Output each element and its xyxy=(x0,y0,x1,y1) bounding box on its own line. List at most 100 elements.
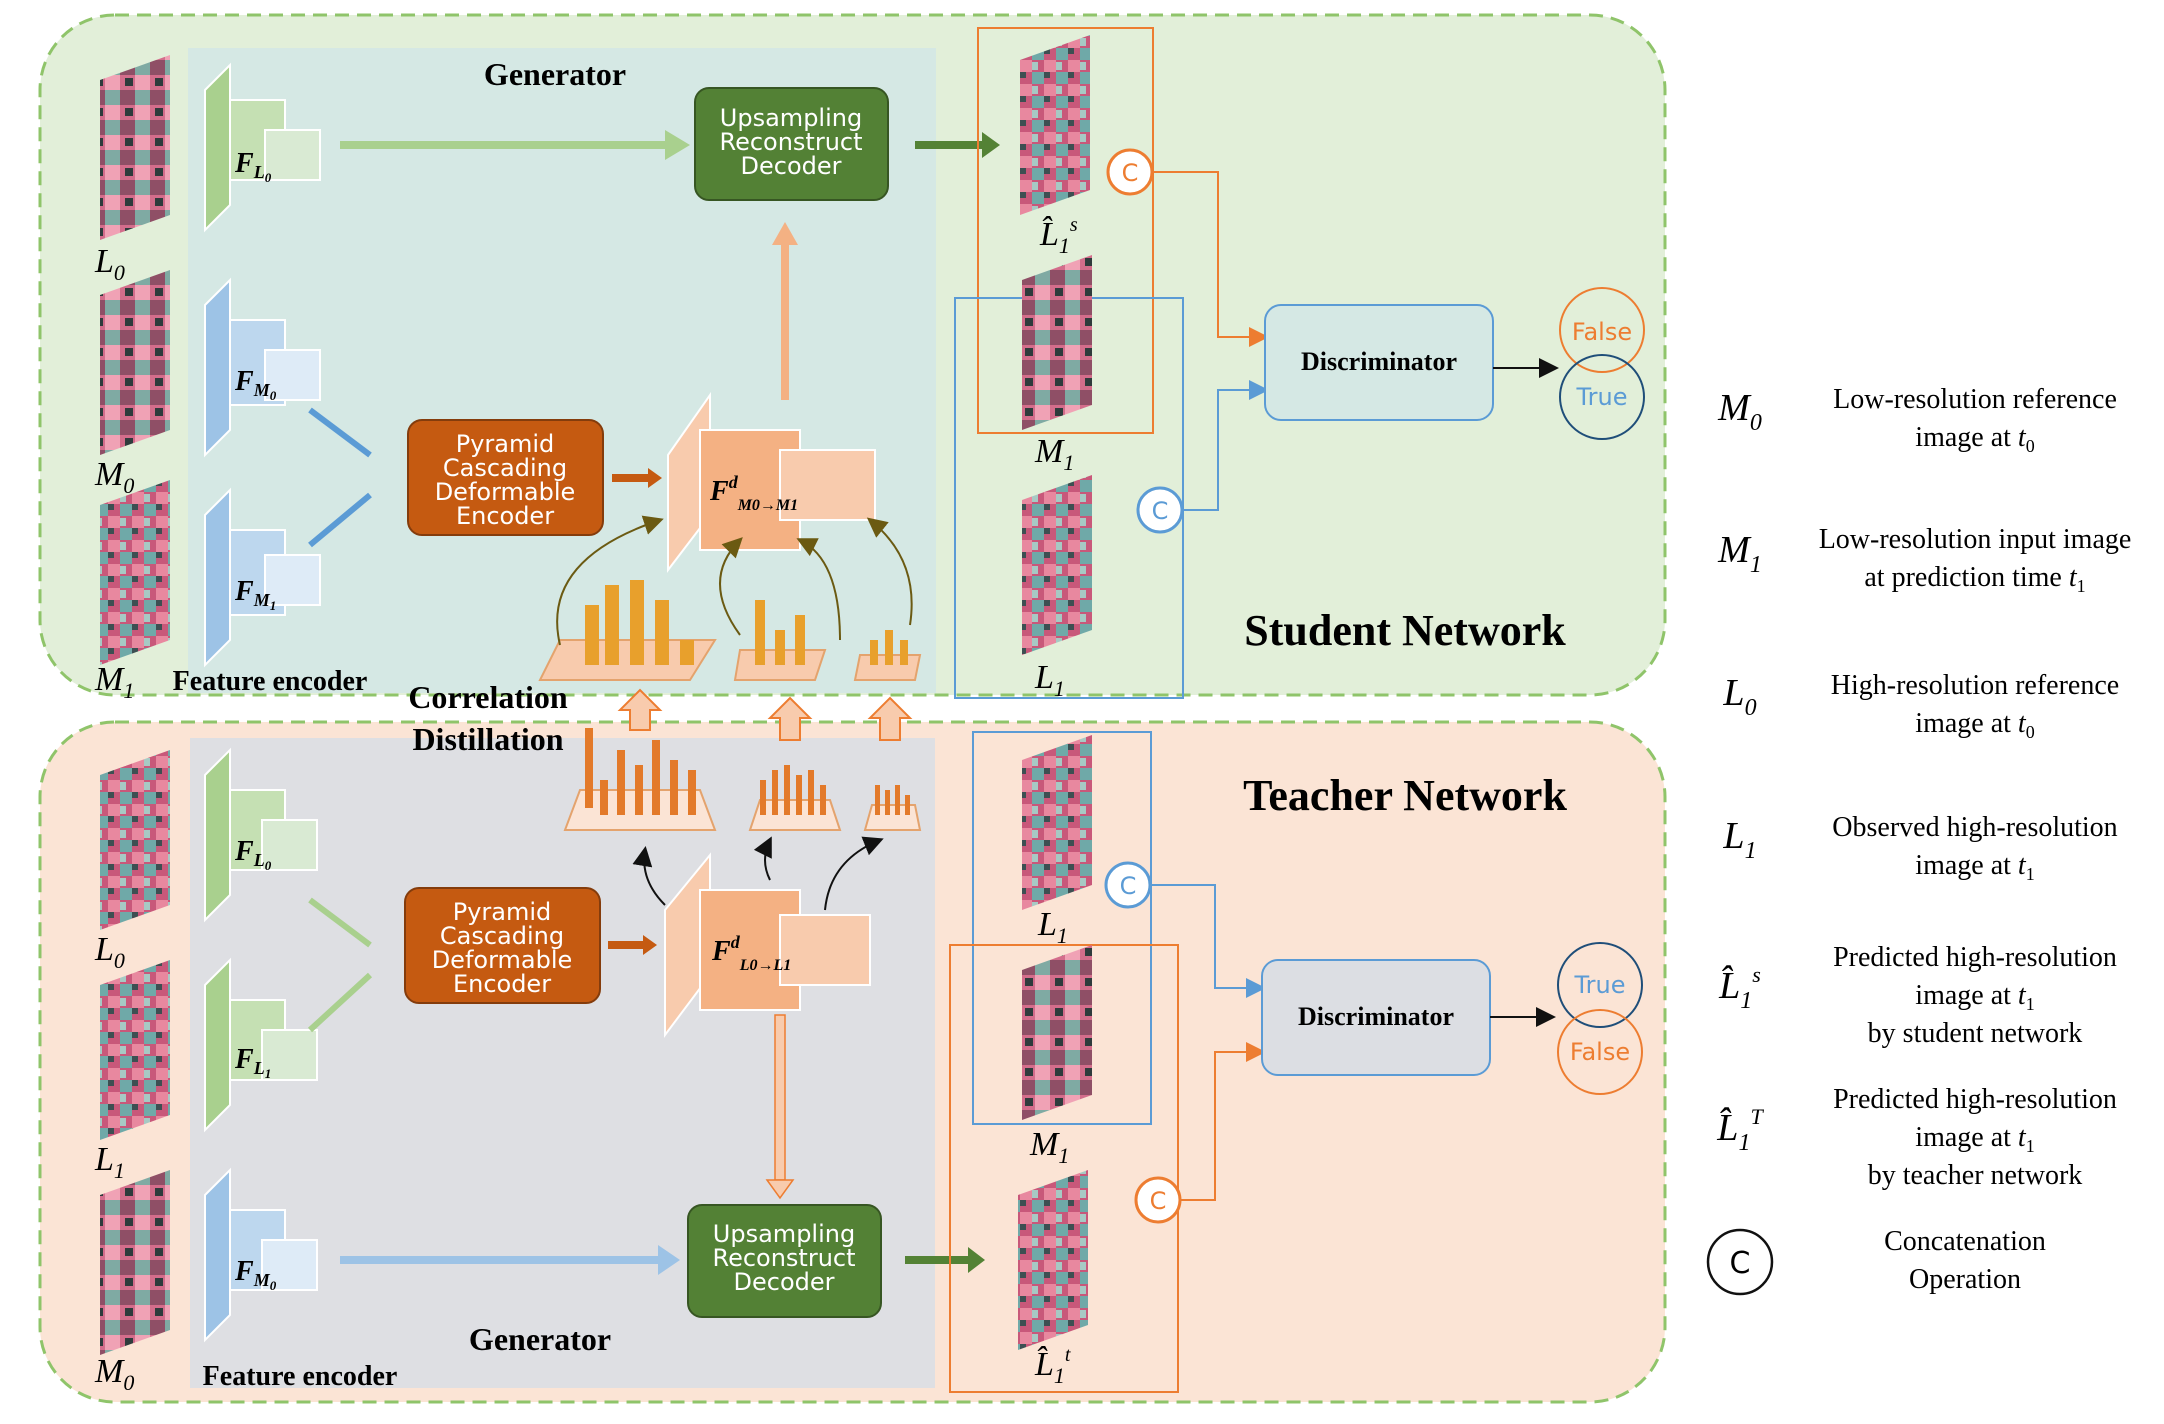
student-m1-label: M1 xyxy=(1034,433,1074,475)
student-m1-image xyxy=(1022,255,1092,430)
teacher-decoder-l3: Decoder xyxy=(734,1268,835,1296)
teacher-generator-label: Generator xyxy=(469,1321,611,1357)
student-corr-arrow-2 xyxy=(719,537,743,636)
student-encoder-fm0: FM0 xyxy=(204,277,321,458)
legend-text-l1-2: image at t1 xyxy=(1915,850,2034,884)
legend-text-l0-1: High-resolution reference xyxy=(1831,670,2119,701)
legend-text-concat-2: Operation xyxy=(1909,1264,2021,1295)
student-false-label: False xyxy=(1572,318,1632,346)
arrowhead xyxy=(643,935,657,955)
student-concat-orange-label: C xyxy=(1122,159,1139,187)
teacher-corr-arrow-2 xyxy=(753,836,772,881)
legend-text-ls-3: by student network xyxy=(1868,1018,2083,1049)
student-concat-blue-label: C xyxy=(1152,497,1169,525)
student-discriminator-label: Discriminator xyxy=(1301,347,1457,376)
teacher-decoder-arrow-body xyxy=(774,1014,786,1181)
legend-concat-icon xyxy=(1706,1228,1774,1296)
student-concat-blue-line xyxy=(1182,380,1269,511)
teacher-input-images xyxy=(100,750,170,1355)
student-decoder-l1: Upsampling xyxy=(720,104,862,132)
student-pred-image xyxy=(1020,35,1090,215)
student-pyramid-l4: Encoder xyxy=(456,502,554,530)
teacher-encoder-fm0: FM0 xyxy=(204,1167,318,1343)
teacher-corr-arrow-1 xyxy=(632,846,666,906)
teacher-orange-box xyxy=(949,944,1179,1393)
student-correlation-bars xyxy=(538,580,922,681)
student-generator-label: Generator xyxy=(484,56,626,92)
arrow-tfl1-pyramid xyxy=(307,972,373,1033)
legend-symbol-m0: M0 xyxy=(1717,387,1762,436)
teacher-m1-image xyxy=(1022,945,1092,1120)
teacher-feature-encoder-label: Feature encoder xyxy=(203,1361,398,1392)
student-corr-arrow-3 xyxy=(796,538,841,641)
correlation-distillation-l2: Distillation xyxy=(412,721,563,757)
legend-symbol-ls: L̂1s xyxy=(1718,962,1761,1014)
teacher-concat-blue-label: C xyxy=(1120,872,1137,900)
teacher-encoder-fl1: FL1 xyxy=(204,957,318,1133)
teacher-pred-label: L̂1t xyxy=(1034,1344,1071,1388)
arrowhead xyxy=(765,1179,795,1200)
teacher-pyramid-l2: Cascading xyxy=(440,922,564,950)
teacher-label-m0: M0 xyxy=(94,1353,134,1395)
teacher-decoder-l2: Reconstruct xyxy=(712,1244,855,1272)
student-discriminator xyxy=(1264,304,1494,421)
legend-symbol-lt: L̂1T xyxy=(1716,1104,1764,1156)
legend-text-lt-1: Predicted high-resolution xyxy=(1833,1084,2117,1115)
teacher-concat-orange-line xyxy=(1180,1042,1266,1201)
student-concat-orange-line xyxy=(1152,171,1269,347)
teacher-network-title: Teacher Network xyxy=(1243,771,1567,820)
student-pyramid-l3: Deformable xyxy=(435,478,576,506)
student-input-images xyxy=(100,55,170,665)
teacher-pyramid-encoder xyxy=(404,887,601,1004)
correlation-distillation-l1: Correlation xyxy=(408,679,568,715)
student-decoder-l3: Decoder xyxy=(741,152,842,180)
teacher-false-label: False xyxy=(1570,1038,1630,1066)
student-decoder xyxy=(694,87,889,201)
teacher-concat-blue-line xyxy=(1150,884,1266,998)
student-encoder-fl0: FL0 xyxy=(204,62,321,233)
arrowhead xyxy=(665,130,690,160)
student-pyramid-l1: Pyramid xyxy=(456,430,555,458)
arrowhead xyxy=(658,1245,680,1275)
legend-text-ls-1: Predicted high-resolution xyxy=(1833,942,2117,973)
teacher-l1-image xyxy=(1022,735,1092,910)
teacher-true-circle xyxy=(1557,942,1643,1028)
legend-text-m0-1: Low-resolution reference xyxy=(1833,384,2117,415)
student-feature-encoder-label: Feature encoder xyxy=(173,666,368,697)
distillation-arrows xyxy=(617,688,913,741)
student-encoder-fm1: FM1 xyxy=(204,487,321,668)
student-true-label: True xyxy=(1576,383,1628,411)
legend-text-ls-2: image at t1 xyxy=(1915,980,2034,1014)
legend-text-lt-3: by teacher network xyxy=(1868,1160,2083,1191)
legend-text-lt-2: image at t1 xyxy=(1915,1122,2034,1156)
student-orange-box xyxy=(977,27,1154,434)
teacher-feature-fd: FdL0→L1 xyxy=(664,852,871,1038)
student-false-circle xyxy=(1559,287,1645,373)
student-decoder-l2: Reconstruct xyxy=(719,128,862,156)
teacher-pyramid-l3: Deformable xyxy=(432,946,573,974)
teacher-discriminator-label: Discriminator xyxy=(1298,1002,1454,1031)
arrowhead xyxy=(982,132,1000,158)
arrowhead xyxy=(968,1247,985,1273)
legend-text-m0-2: image at t0 xyxy=(1915,422,2034,456)
student-pyramid-l2: Cascading xyxy=(443,454,567,482)
student-corr-arrow-1 xyxy=(556,515,664,646)
legend-text-l0-2: image at t0 xyxy=(1915,708,2034,742)
legend-text-m1-1: Low-resolution input image xyxy=(1819,524,2132,555)
teacher-false-circle xyxy=(1557,1009,1643,1095)
teacher-correlation-bars xyxy=(563,728,922,831)
teacher-pred-image xyxy=(1018,1170,1088,1350)
arrowhead xyxy=(648,468,662,488)
legend-symbol-l1: L1 xyxy=(1722,815,1756,864)
teacher-concat-orange-label: C xyxy=(1150,1187,1167,1215)
arrow-fm0-pyramid xyxy=(308,407,372,458)
teacher-decoder-l1: Upsampling xyxy=(713,1220,855,1248)
legend-text-concat-1: Concatenation xyxy=(1884,1226,2046,1257)
student-true-circle xyxy=(1559,354,1645,440)
teacher-blue-box xyxy=(972,731,1152,1125)
arrow-tfl0-pyramid xyxy=(308,897,372,948)
legend-text-l1-1: Observed high-resolution xyxy=(1832,812,2117,843)
teacher-corr-arrow-3 xyxy=(824,836,884,911)
legend: M0 Low-resolution reference image at t0 … xyxy=(1706,384,2132,1296)
